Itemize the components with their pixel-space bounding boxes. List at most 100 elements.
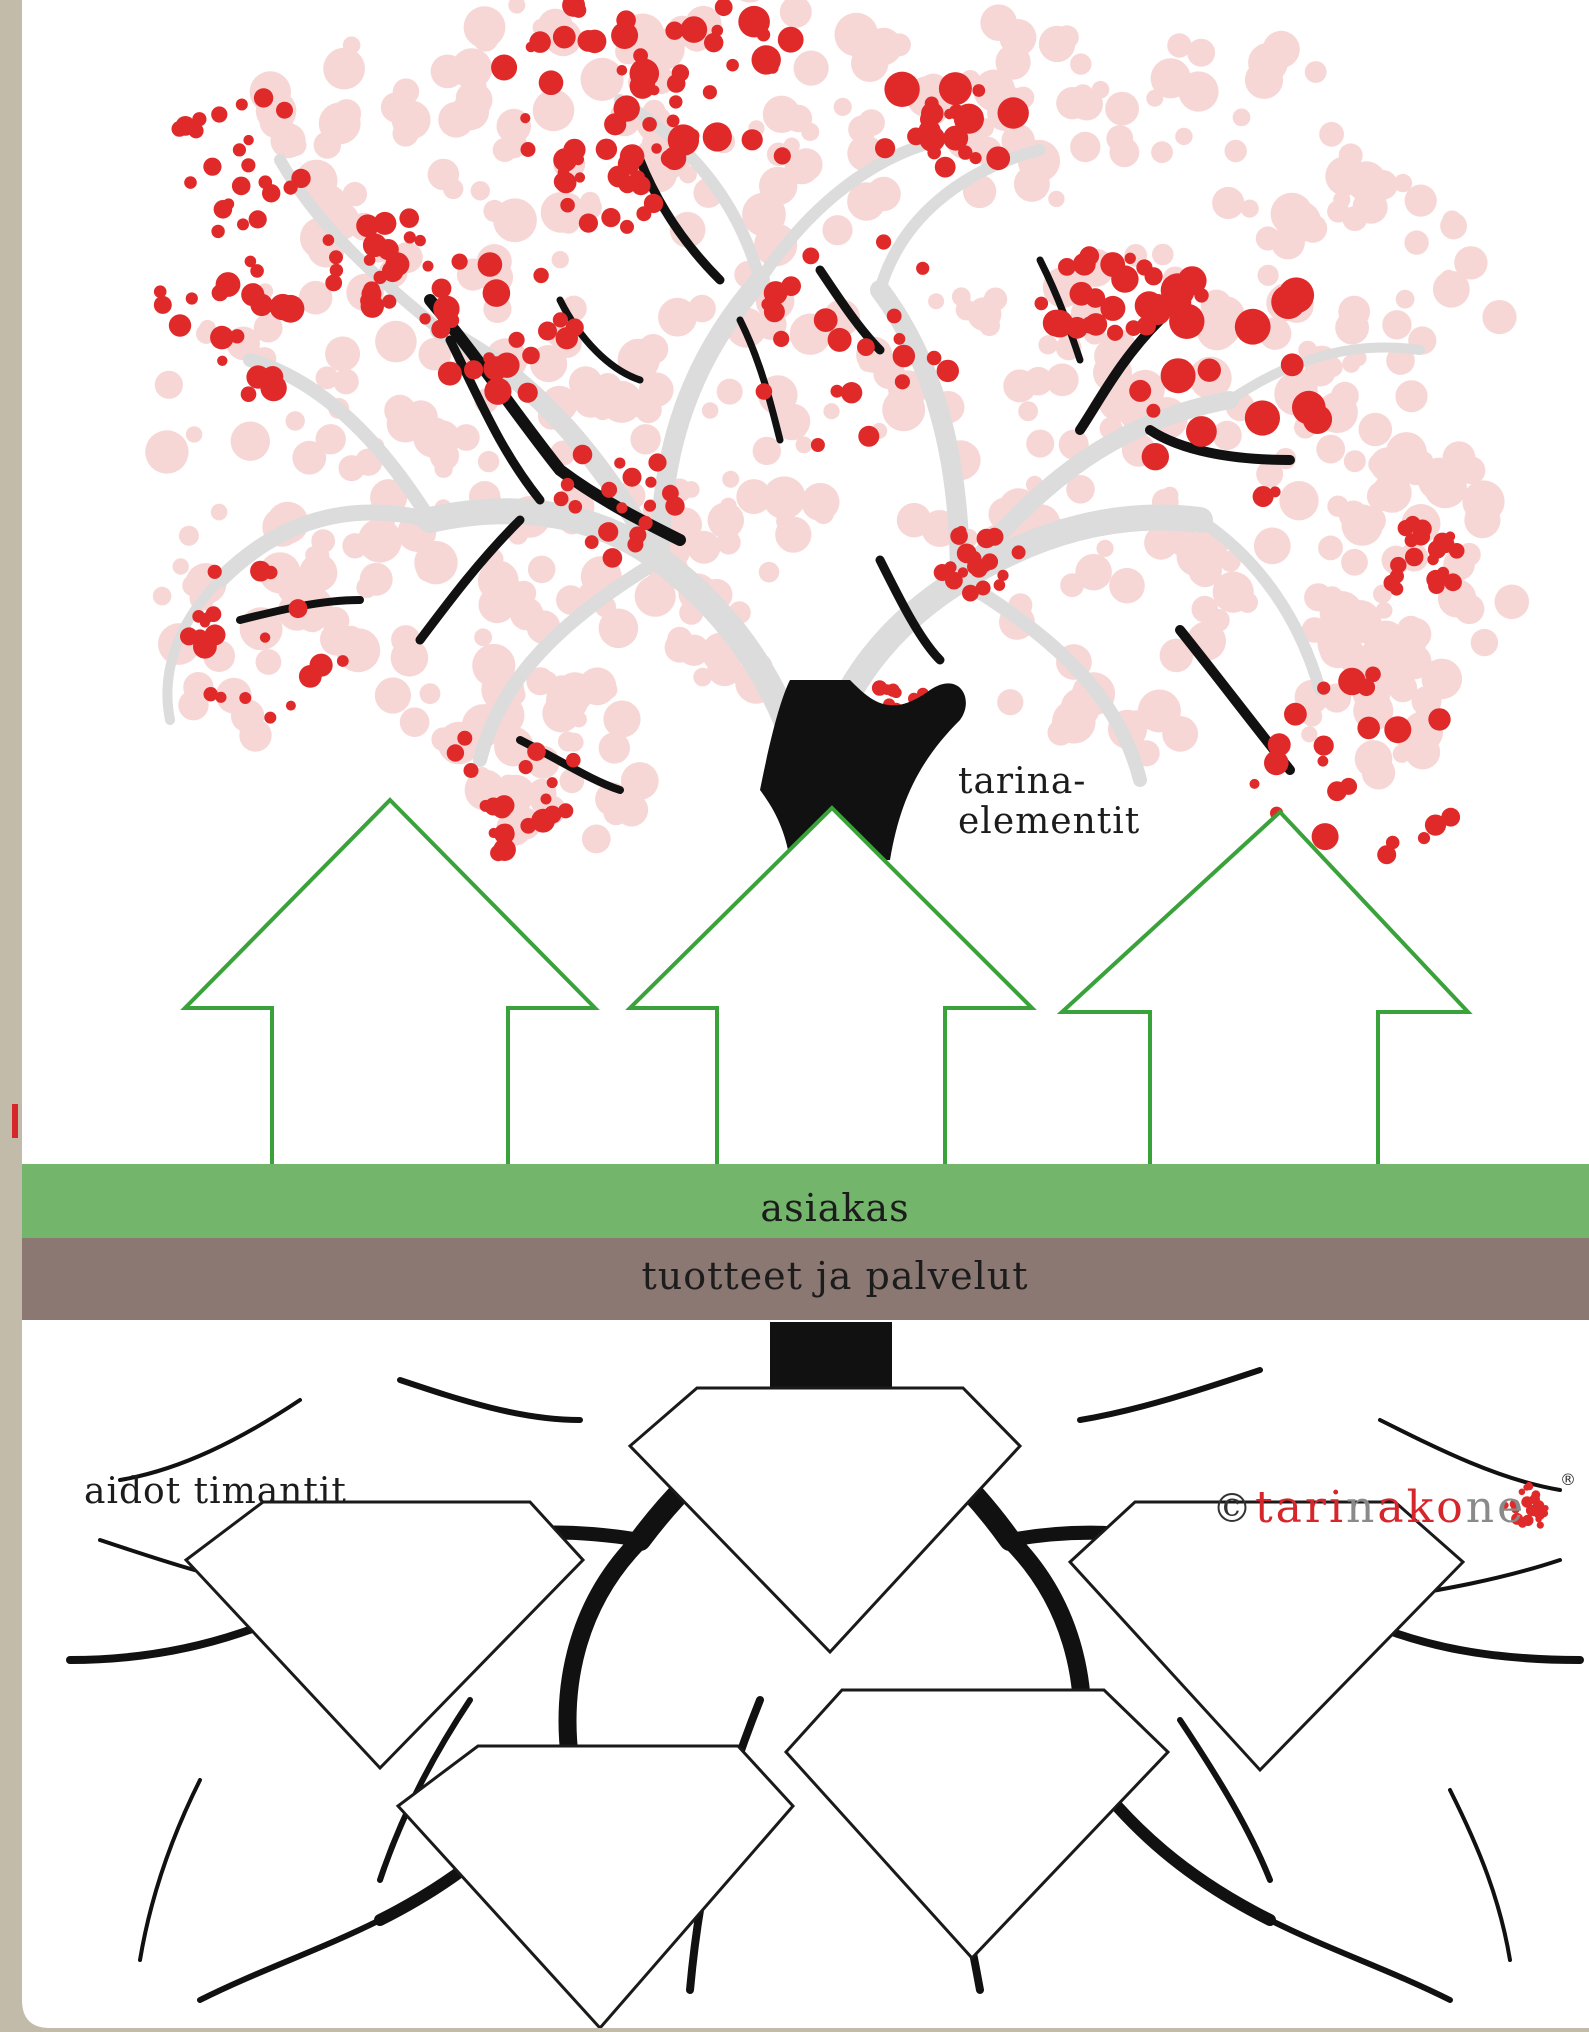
pale-dot bbox=[1482, 300, 1516, 334]
red-berry-dot bbox=[566, 753, 581, 768]
red-berry-dot bbox=[249, 210, 267, 228]
pale-dot bbox=[173, 558, 189, 574]
red-berry-dot bbox=[464, 763, 479, 778]
red-berry-dot bbox=[1314, 736, 1334, 756]
red-berry-dot bbox=[1436, 535, 1454, 553]
pale-dot bbox=[1404, 230, 1428, 254]
pale-dot bbox=[790, 148, 823, 181]
red-berry-dot bbox=[939, 72, 972, 105]
red-berry-dot bbox=[264, 712, 276, 724]
red-berry-dot bbox=[250, 561, 271, 582]
red-berry-dot bbox=[539, 70, 564, 95]
red-berry-dot bbox=[976, 581, 991, 596]
red-berry-dot bbox=[399, 208, 419, 228]
red-berry-dot bbox=[325, 275, 342, 292]
arrows bbox=[185, 800, 1468, 1176]
pale-dot bbox=[323, 48, 365, 90]
red-berry-dot bbox=[1009, 101, 1020, 112]
red-berry-dot bbox=[1126, 320, 1142, 336]
red-berry-dot bbox=[1142, 443, 1169, 470]
red-berry-dot bbox=[663, 147, 687, 171]
frame-mark bbox=[12, 1104, 18, 1138]
pale-dot bbox=[1105, 92, 1139, 126]
red-berry-dot bbox=[925, 97, 939, 111]
red-berry-dot bbox=[1318, 756, 1329, 767]
red-berry-dot bbox=[623, 468, 642, 487]
red-berry-dot bbox=[554, 492, 569, 507]
red-berry-dot bbox=[286, 701, 296, 711]
red-berry-dot bbox=[555, 172, 576, 193]
pale-dot bbox=[1188, 554, 1222, 588]
pale-dot bbox=[458, 59, 481, 82]
red-berry-dot bbox=[982, 553, 999, 570]
red-berry-dot bbox=[520, 113, 530, 123]
red-berry-dot bbox=[538, 322, 557, 341]
red-berry-dot bbox=[254, 88, 273, 107]
pale-dot bbox=[239, 719, 271, 751]
pale-dot bbox=[1048, 191, 1064, 207]
pale-dot bbox=[1318, 536, 1343, 561]
red-berry-dot bbox=[1066, 317, 1088, 339]
red-berry-dot bbox=[260, 632, 270, 642]
red-berry-dot bbox=[920, 110, 938, 128]
red-berry-dot bbox=[373, 212, 396, 235]
pale-dot bbox=[471, 181, 490, 200]
red-berry-dot bbox=[419, 313, 430, 324]
red-berry-dot bbox=[585, 535, 599, 549]
red-berry-dot bbox=[614, 458, 625, 469]
red-berry-dot bbox=[1357, 717, 1380, 740]
red-berry-dot bbox=[1073, 253, 1096, 276]
logo-berry-dot bbox=[1537, 1522, 1544, 1529]
red-berry-dot bbox=[1441, 808, 1460, 827]
red-berry-dot bbox=[944, 561, 956, 573]
pale-dot bbox=[391, 639, 429, 677]
pale-dot bbox=[1454, 246, 1487, 279]
label-asiakas: asiakas bbox=[0, 1188, 1589, 1228]
pale-dot bbox=[1162, 716, 1198, 752]
red-berry-dot bbox=[616, 502, 627, 513]
red-berry-dot bbox=[521, 142, 536, 157]
red-berry-dot bbox=[478, 252, 503, 277]
pale-dot bbox=[145, 430, 188, 473]
pale-dot bbox=[630, 424, 660, 454]
pale-dot bbox=[1254, 528, 1291, 565]
pale-dot bbox=[683, 481, 700, 498]
red-berry-dot bbox=[323, 234, 335, 246]
red-berry-dot bbox=[464, 360, 483, 379]
pale-dot bbox=[582, 825, 611, 854]
red-berry-dot bbox=[239, 692, 251, 704]
pale-dot bbox=[339, 455, 365, 481]
red-berry-dot bbox=[200, 617, 210, 627]
red-berry-dot bbox=[811, 438, 825, 452]
red-berry-dot bbox=[639, 516, 653, 530]
pale-dot bbox=[1175, 128, 1192, 145]
red-berry-dot bbox=[601, 482, 617, 498]
red-berry-dot bbox=[630, 73, 656, 99]
pale-dot bbox=[1341, 549, 1368, 576]
pale-dot bbox=[417, 558, 441, 582]
red-berry-dot bbox=[1235, 309, 1271, 345]
pale-dot bbox=[1316, 435, 1345, 464]
pale-dot bbox=[678, 635, 709, 666]
red-berry-dot bbox=[954, 104, 984, 134]
pale-dot bbox=[404, 400, 438, 434]
red-berry-dot bbox=[773, 331, 789, 347]
red-berry-dot bbox=[1146, 404, 1160, 418]
red-berry-dot bbox=[558, 803, 573, 818]
pale-dot bbox=[493, 198, 537, 242]
red-berry-dot bbox=[944, 109, 954, 119]
red-berry-dot bbox=[431, 320, 450, 339]
red-berry-dot bbox=[1386, 836, 1400, 850]
red-berry-dot bbox=[1194, 288, 1208, 302]
pale-dot bbox=[759, 562, 780, 583]
pale-dot bbox=[1471, 629, 1498, 656]
pale-dot bbox=[211, 504, 228, 521]
red-berry-dot bbox=[1129, 380, 1151, 402]
pale-dot bbox=[635, 396, 662, 423]
red-berry-dot bbox=[1107, 325, 1123, 341]
red-berry-dot bbox=[216, 272, 241, 297]
pale-dot bbox=[1106, 125, 1133, 152]
red-berry-dot bbox=[616, 10, 636, 30]
pale-dot bbox=[231, 422, 270, 461]
pale-dot bbox=[1442, 211, 1461, 230]
